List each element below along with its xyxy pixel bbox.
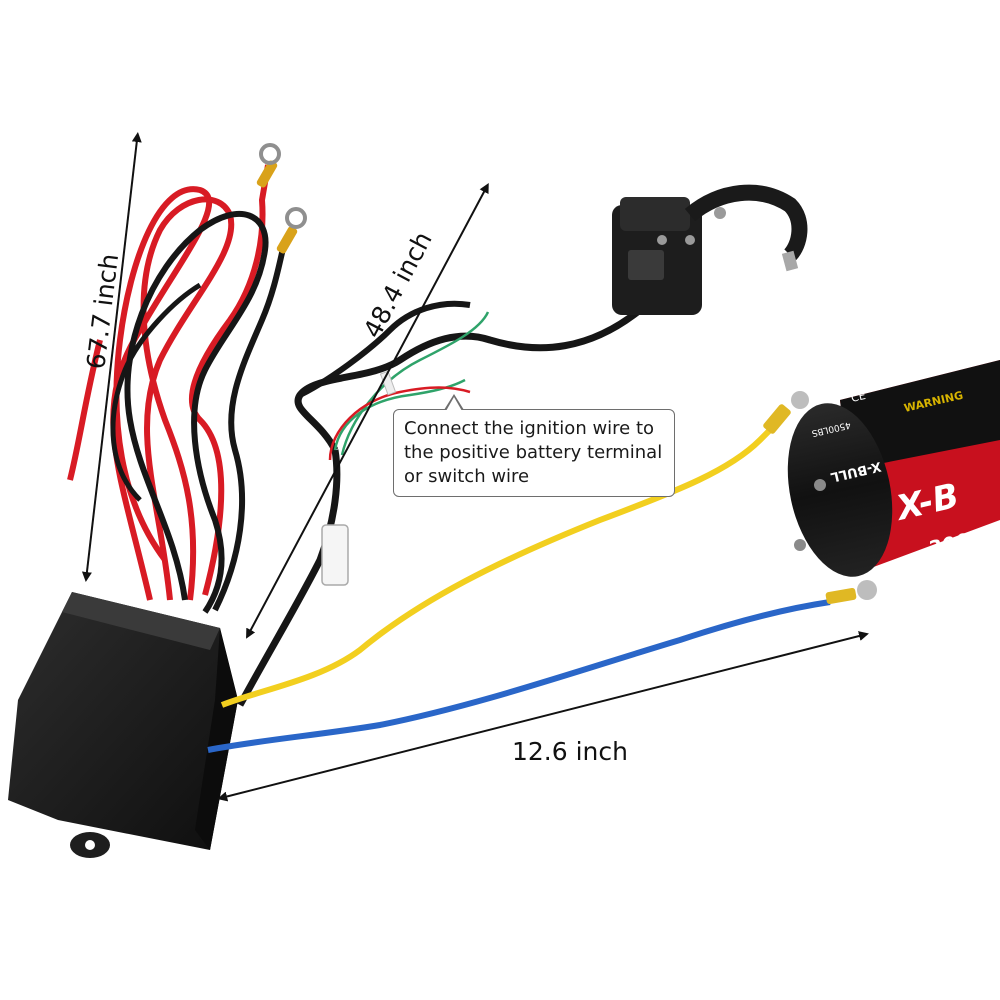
main-cable-dimension-arrow bbox=[81, 132, 142, 582]
wire-connector bbox=[321, 524, 349, 586]
callout-line-2: the positive battery terminal bbox=[404, 442, 663, 463]
control-box bbox=[8, 592, 238, 858]
callout-pointer-fill bbox=[446, 397, 462, 411]
blue-motor-wire bbox=[207, 599, 831, 753]
terminal-post-bottom bbox=[857, 580, 877, 600]
winch-motor: WARNING X-BULL 4500LBS CE X-B 3000 bbox=[787, 360, 1000, 600]
motor-wire-length-label: 12.6 inch bbox=[512, 737, 628, 766]
callout-line-1: Connect the ignition wire to bbox=[404, 418, 655, 439]
ring-terminal-black bbox=[276, 207, 307, 254]
main-power-cable-bundle bbox=[67, 143, 307, 614]
ce-mark: CE bbox=[850, 389, 867, 405]
callout-line-3: or switch wire bbox=[404, 466, 530, 487]
switch-cable-dimension-arrow bbox=[246, 182, 489, 639]
handlebar-switch-cable bbox=[236, 300, 643, 707]
terminal-post-top bbox=[791, 391, 809, 409]
handlebar-clamp bbox=[684, 184, 808, 261]
motor-wire-dimension-arrow bbox=[217, 631, 869, 802]
handlebar-rocker-switch bbox=[612, 184, 808, 315]
motor-end-cap bbox=[787, 403, 893, 577]
ring-terminal-red bbox=[256, 143, 281, 188]
ignition-wire-callout: Connect the ignition wire to the positiv… bbox=[393, 409, 675, 497]
